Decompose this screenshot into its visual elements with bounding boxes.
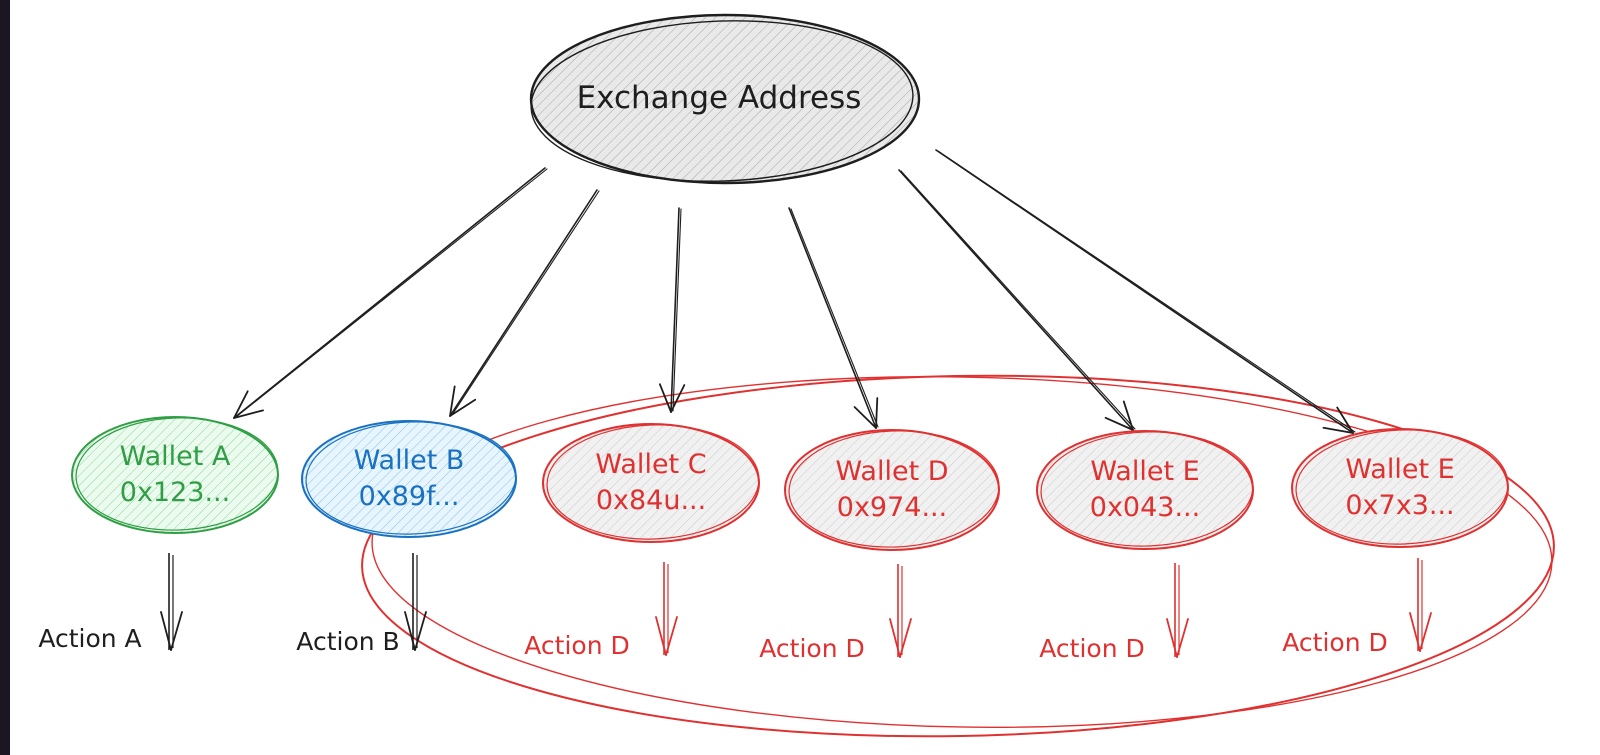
down-arrow-icon xyxy=(655,562,678,656)
exchange-label: Exchange Address xyxy=(577,80,862,116)
action-6: Action D xyxy=(1282,558,1432,657)
wallet-name: Wallet C xyxy=(595,449,706,480)
exchange-node: Exchange Address xyxy=(529,13,921,185)
wallet-address: 0x123... xyxy=(120,477,230,508)
action-label: Action D xyxy=(1039,634,1145,663)
action-2: Action B xyxy=(296,553,427,656)
wallet-name: Wallet E xyxy=(1090,456,1199,487)
wallet-hatch xyxy=(785,430,999,550)
action-3: Action D xyxy=(524,562,678,660)
wallet-address: 0x974... xyxy=(837,492,947,523)
exchange-arrow-4 xyxy=(788,207,879,429)
exchange-arrow-3 xyxy=(658,207,686,413)
action-5: Action D xyxy=(1039,563,1189,663)
wallet-name: Wallet A xyxy=(120,441,231,472)
wallet-outline-sketch xyxy=(1040,431,1254,547)
down-arrow-icon xyxy=(889,564,912,658)
wallet-address: 0x84u... xyxy=(596,485,706,516)
wallet-hatch xyxy=(1037,431,1253,549)
exchange-arrow-5 xyxy=(898,169,1136,431)
wallet-hatch xyxy=(72,417,278,533)
red-group-outline xyxy=(361,374,1555,738)
wallet-address: 0x7x3... xyxy=(1345,490,1454,521)
action-label: Action A xyxy=(38,624,141,653)
down-arrow-icon xyxy=(1166,563,1189,658)
action-1: Action A xyxy=(38,553,183,653)
action-label: Action D xyxy=(524,631,630,660)
wallet-name: Wallet E xyxy=(1345,454,1454,485)
wallet-address: 0x043... xyxy=(1090,492,1200,523)
down-arrow-icon xyxy=(404,553,427,651)
down-arrow-icon xyxy=(1409,558,1432,652)
wallet-name: Wallet B xyxy=(354,445,465,476)
wallet-outline-sketch xyxy=(305,421,517,535)
exchange-arrow-1 xyxy=(233,167,548,419)
wallet-name: Wallet D xyxy=(835,456,948,487)
wallet-node-4: Wallet D 0x974... xyxy=(784,429,1000,551)
wallet-node-2: Wallet B 0x89f... xyxy=(301,420,517,538)
action-label: Action B xyxy=(296,627,399,656)
wallet-address: 0x89f... xyxy=(359,481,460,512)
wallet-node-3: Wallet C 0x84u... xyxy=(542,423,760,543)
wallet-outline-sketch xyxy=(1295,429,1509,545)
exchange-arrows xyxy=(233,149,1356,434)
wallet-hatch xyxy=(543,424,759,542)
wallet-hatch xyxy=(302,421,516,537)
action-label: Action D xyxy=(759,634,865,663)
wallet-actions: Action A Action B Action D Action D Action D… xyxy=(38,553,1432,663)
exchange-arrow-2 xyxy=(449,189,600,417)
wallet-node-5: Wallet E 0x043... xyxy=(1036,430,1254,550)
wallet-node-1: Wallet A 0x123... xyxy=(71,416,279,534)
wallet-node-6: Wallet E 0x7x3... xyxy=(1291,428,1509,548)
action-label: Action D xyxy=(1282,628,1388,657)
wallet-nodes: Wallet A 0x123... Wallet B 0x89f... Wallet C… xyxy=(71,416,1509,551)
wallet-hatch xyxy=(1292,429,1508,547)
exchange-arrow-6 xyxy=(935,149,1356,434)
wallet-outline-sketch xyxy=(546,424,760,540)
wallet-outline-sketch xyxy=(788,430,1000,548)
action-4: Action D xyxy=(759,564,912,663)
down-arrow-icon xyxy=(160,553,183,651)
wallet-outline-sketch xyxy=(75,417,279,531)
